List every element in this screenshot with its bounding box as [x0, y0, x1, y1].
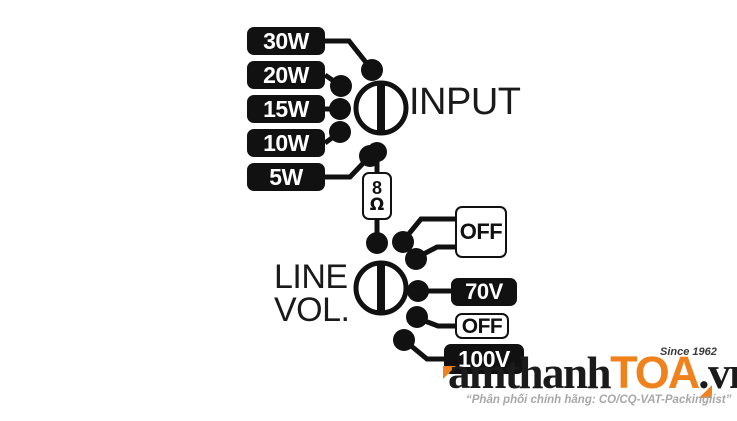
- line-terminal-off-top-a[interactable]: [392, 231, 414, 253]
- input-terminals: [329, 59, 387, 167]
- input-label: INPUT: [409, 81, 521, 123]
- impedance-value: 8: [371, 177, 382, 198]
- line-vol-label-line1: LINE: [274, 258, 348, 296]
- tap-chip-20w[interactable]: 20W: [247, 61, 325, 89]
- tap-chip-30w[interactable]: 30W: [247, 27, 325, 55]
- line-vol-label-line2: VOL.: [274, 291, 350, 330]
- tap-chip-off-top[interactable]: OFF: [455, 206, 507, 258]
- input-knob-slot: [377, 85, 385, 131]
- input-terminal-common[interactable]: [367, 142, 387, 162]
- impedance-box: 8 Ω: [362, 172, 392, 220]
- line-vol-knob-slot: [377, 265, 385, 311]
- line-vol-terminals: [366, 231, 429, 351]
- wire-30w: [325, 38, 374, 72]
- tap-chip-70v[interactable]: 70V: [451, 278, 517, 306]
- tap-chip-100v[interactable]: 100V: [444, 344, 524, 374]
- tap-chip-5w[interactable]: 5W: [247, 163, 325, 191]
- line-terminal-common[interactable]: [366, 232, 388, 254]
- tap-chip-15w[interactable]: 15W: [247, 95, 325, 123]
- line-terminal-70v[interactable]: [407, 280, 429, 302]
- line-terminal-off-bottom[interactable]: [406, 306, 428, 328]
- input-terminal-20w[interactable]: [330, 75, 352, 97]
- input-terminal-15w[interactable]: [329, 98, 351, 120]
- line-terminal-100v[interactable]: [393, 329, 415, 351]
- input-terminal-10w[interactable]: [329, 121, 351, 143]
- tap-chip-off-bottom[interactable]: OFF: [455, 313, 509, 339]
- line-vol-knob[interactable]: [353, 260, 409, 316]
- input-knob[interactable]: [353, 80, 409, 136]
- line-terminal-off-top-b[interactable]: [405, 248, 427, 270]
- tap-chip-10w[interactable]: 10W: [247, 129, 325, 157]
- input-terminal-30w[interactable]: [361, 59, 383, 81]
- ohm-icon: Ω: [369, 194, 385, 215]
